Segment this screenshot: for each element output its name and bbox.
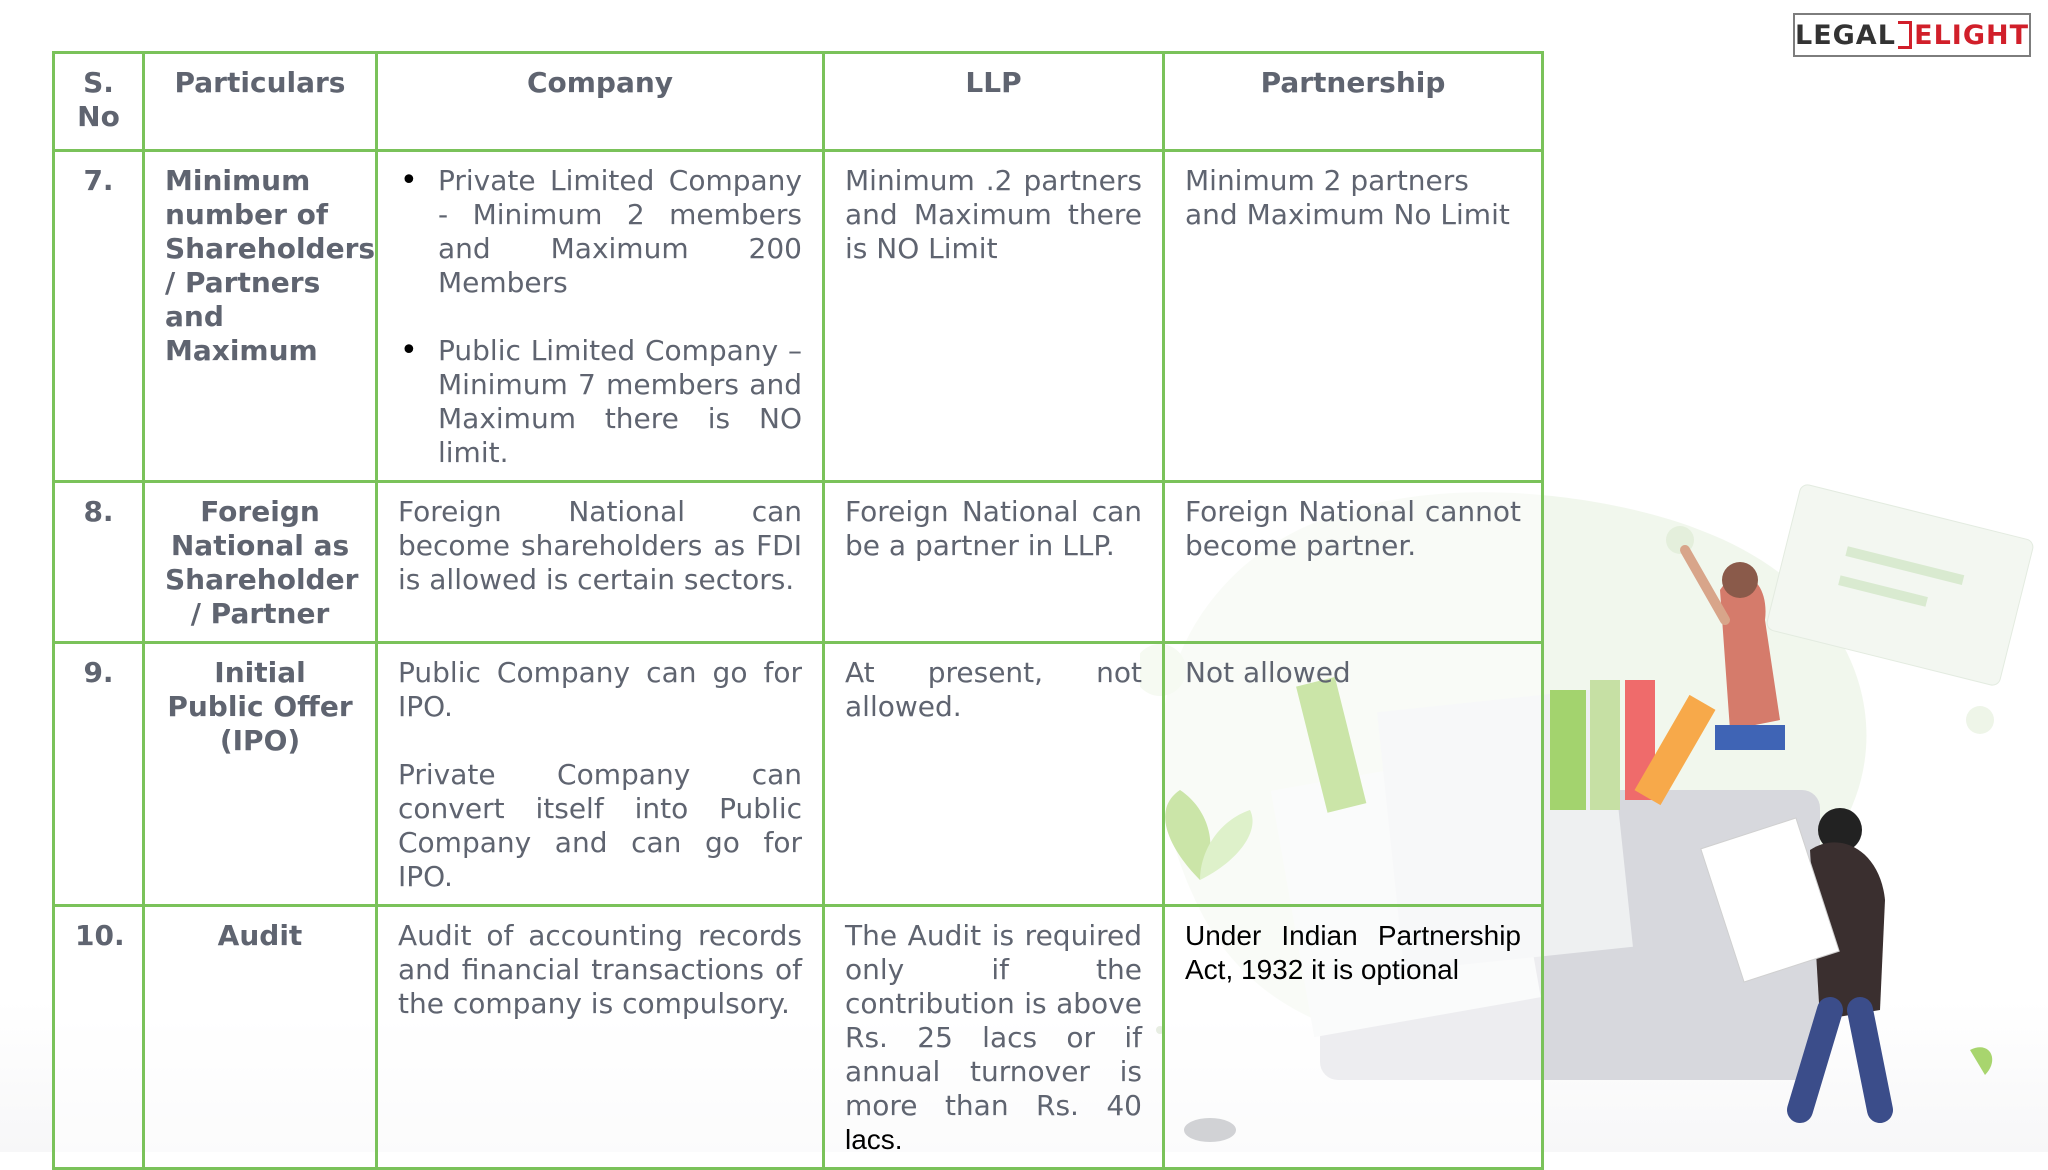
header-company: Company bbox=[375, 51, 825, 152]
row-particulars: Minimum number of Shareholders / Partner… bbox=[142, 149, 378, 483]
table-header-row: S. No Particulars Company LLP Partnershi… bbox=[52, 51, 1544, 152]
row-company: Foreign National can become shareholders… bbox=[375, 480, 825, 644]
row-partnership: Not allowed bbox=[1162, 641, 1544, 907]
table-row: 8. Foreign National as Shareholder / Par… bbox=[52, 480, 1544, 644]
company-paragraph: Private Company can convert itself into … bbox=[398, 758, 802, 893]
row-sno: 9. bbox=[52, 641, 145, 907]
row-sno: 7. bbox=[52, 149, 145, 483]
table-row: 7. Minimum number of Shareholders / Part… bbox=[52, 149, 1544, 483]
row-particulars: Audit bbox=[142, 904, 378, 1170]
header-partnership: Partnership bbox=[1162, 51, 1544, 152]
row-partnership: Minimum 2 partners and Maximum No Limit bbox=[1162, 149, 1544, 483]
row-llp: The Audit is required only if the contri… bbox=[822, 904, 1165, 1170]
table-row: 10. Audit Audit of accounting records an… bbox=[52, 904, 1544, 1170]
company-paragraph: Public Company can go for IPO. bbox=[398, 656, 802, 723]
row-particulars: Initial Public Offer (IPO) bbox=[142, 641, 378, 907]
llp-audit-tail: lacs. bbox=[845, 1124, 903, 1155]
row-llp: Foreign National can be a partner in LLP… bbox=[822, 480, 1165, 644]
comparison-table: S. No Particulars Company LLP Partnershi… bbox=[52, 51, 1544, 1170]
header-particulars: Particulars bbox=[142, 51, 378, 152]
row-partnership: Foreign National cannot become partner. bbox=[1162, 480, 1544, 644]
company-bullet: Private Limited Company - Minimum 2 memb… bbox=[400, 164, 802, 300]
row-llp: At present, not allowed. bbox=[822, 641, 1165, 907]
row-sno: 10. bbox=[52, 904, 145, 1170]
row-sno: 8. bbox=[52, 480, 145, 644]
table-row: 9. Initial Public Offer (IPO) Public Com… bbox=[52, 641, 1544, 907]
row-partnership: Under Indian Partnership Act, 1932 it is… bbox=[1162, 904, 1544, 1170]
row-llp: Minimum .2 partners and Maximum there is… bbox=[822, 149, 1165, 483]
row-company: Private Limited Company - Minimum 2 memb… bbox=[375, 149, 825, 483]
header-llp: LLP bbox=[822, 51, 1165, 152]
row-company: Audit of accounting records and financia… bbox=[375, 904, 825, 1170]
row-company: Public Company can go for IPO. Private C… bbox=[375, 641, 825, 907]
row-particulars: Foreign National as Shareholder / Partne… bbox=[142, 480, 378, 644]
company-bullet: Public Limited Company – Minimum 7 membe… bbox=[400, 334, 802, 470]
header-sno: S. No bbox=[52, 51, 145, 152]
llp-audit-text: The Audit is required only if the contri… bbox=[845, 919, 1142, 1122]
